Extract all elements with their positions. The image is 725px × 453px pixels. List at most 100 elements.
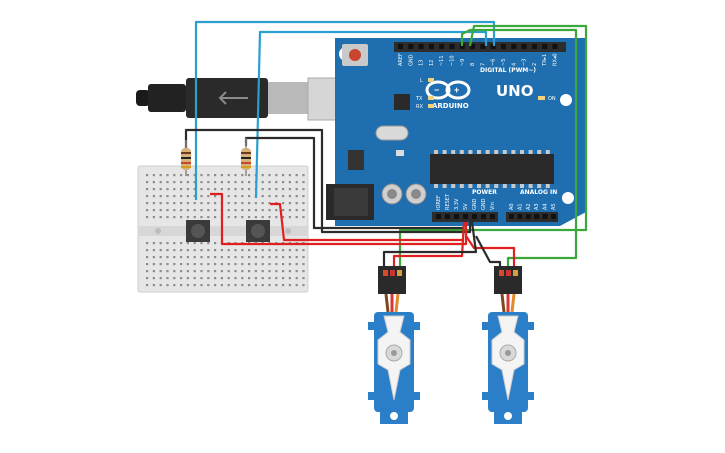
- usb-cable: [136, 77, 371, 121]
- wire-green-1: [460, 28, 578, 268]
- led-l-label: L: [420, 78, 423, 84]
- wire-black-servo-2: [475, 235, 502, 268]
- atmega-chip: [430, 154, 554, 184]
- wire-red-2: [270, 202, 462, 242]
- digital-pin: [459, 44, 465, 49]
- digital-pin: [480, 44, 486, 49]
- digital-pin-label: TX▸1: [542, 54, 548, 67]
- digital-pin: [428, 44, 434, 49]
- digital-pin-label: ~10: [450, 55, 456, 66]
- digital-pin-label: ~5: [501, 59, 507, 66]
- digital-pin: [542, 44, 548, 49]
- analog-pin: [542, 214, 548, 219]
- led-tx: [428, 96, 434, 100]
- voltage-regulator: [348, 150, 364, 170]
- power-pin: [472, 214, 477, 219]
- digital-pin: [408, 44, 414, 49]
- power-pin-label: 5V: [463, 203, 469, 210]
- usb-icon: [218, 91, 248, 105]
- digital-header: [394, 42, 566, 52]
- digital-pin-label: ~11: [439, 55, 445, 66]
- power-pin-label: 3.3V: [454, 198, 460, 210]
- digital-pin-label: 7: [480, 63, 486, 66]
- led-tx-label: TX: [415, 96, 423, 102]
- wire-blue-2: [254, 30, 488, 199]
- mount-hole: [560, 94, 572, 106]
- digital-pin: [418, 44, 424, 49]
- digital-header-label: DIGITAL (PWM~): [480, 67, 536, 74]
- analog-pin: [509, 214, 514, 219]
- led-rx: [428, 104, 434, 108]
- analog-pin: [534, 214, 540, 219]
- analog-pin: [525, 214, 531, 219]
- power-pin-label: Vin: [490, 202, 496, 210]
- digital-pin: [521, 44, 527, 49]
- digital-pin-label: 13: [419, 60, 425, 66]
- power-pin: [463, 214, 468, 219]
- servo-2: [482, 266, 534, 424]
- digital-pin: [449, 44, 455, 49]
- digital-pin-label: AREF: [398, 53, 404, 66]
- wire-black-1: [184, 128, 472, 234]
- analog-pin: [551, 214, 556, 219]
- resistor-2: [241, 138, 251, 176]
- analog-pin-label: A0: [509, 203, 515, 210]
- power-pin-label: GND: [481, 198, 487, 210]
- power-pin: [454, 214, 459, 219]
- digital-pin-label: 8: [470, 63, 476, 66]
- wire-black-servo-1: [382, 221, 478, 268]
- servo-1: [368, 266, 420, 424]
- analog-pin-label: A3: [534, 203, 540, 210]
- digital-pin: [501, 44, 506, 49]
- digital-pin-label: ~3: [522, 59, 528, 66]
- power-label: POWER: [472, 189, 497, 196]
- model-label: UNO: [496, 82, 534, 100]
- power-pin: [445, 214, 450, 219]
- svg-text:−: −: [434, 85, 439, 95]
- power-pin: [436, 214, 441, 219]
- analog-pin: [517, 214, 523, 219]
- pushbutton-1[interactable]: [186, 220, 210, 242]
- wire-blue-1: [194, 20, 496, 200]
- power-pin-label: GND: [472, 198, 478, 210]
- analog-pin-label: A4: [543, 203, 549, 210]
- digital-pin: [470, 44, 476, 49]
- analog-label: ANALOG IN: [520, 189, 557, 196]
- power-pin: [481, 214, 486, 219]
- usb-chip: [394, 94, 410, 110]
- analog-pin-label: A1: [517, 203, 523, 210]
- digital-pin: [511, 44, 517, 49]
- wire-red-servo-2: [465, 235, 516, 268]
- analog-pin-label: A5: [551, 203, 557, 210]
- digital-pin: [439, 44, 445, 49]
- resistor-1: [181, 140, 191, 176]
- digital-pin: [398, 44, 403, 49]
- svg-text:+: +: [454, 85, 459, 95]
- led-on-label: ON: [548, 96, 556, 102]
- power-pin-label: IOREF: [436, 195, 442, 210]
- wire-red-servo-1: [392, 221, 466, 268]
- digital-pin-label: GND: [408, 54, 414, 66]
- crystal: [375, 125, 409, 141]
- smd-part: [396, 150, 404, 156]
- analog-header: [506, 212, 558, 222]
- led-rx-label: RX: [416, 104, 423, 110]
- digital-pin-label: 2: [532, 63, 538, 66]
- digital-pin: [531, 44, 537, 49]
- digital-pin: [552, 44, 558, 49]
- mount-hole: [562, 192, 574, 204]
- digital-pin-label: RX◂0: [553, 53, 559, 66]
- analog-pin-label: A2: [526, 203, 532, 210]
- power-pin: [490, 214, 495, 219]
- wire-green-2: [398, 24, 588, 268]
- led-l: [428, 78, 434, 82]
- digital-pin-label: 12: [429, 60, 435, 66]
- brand-label: ARDUINO: [432, 102, 469, 110]
- digital-pin-label: 4: [511, 63, 517, 66]
- power-pin-label: RESET: [445, 193, 451, 210]
- arduino-logo: − +: [425, 80, 471, 100]
- pushbutton-2[interactable]: [246, 220, 270, 242]
- led-on: [538, 96, 545, 100]
